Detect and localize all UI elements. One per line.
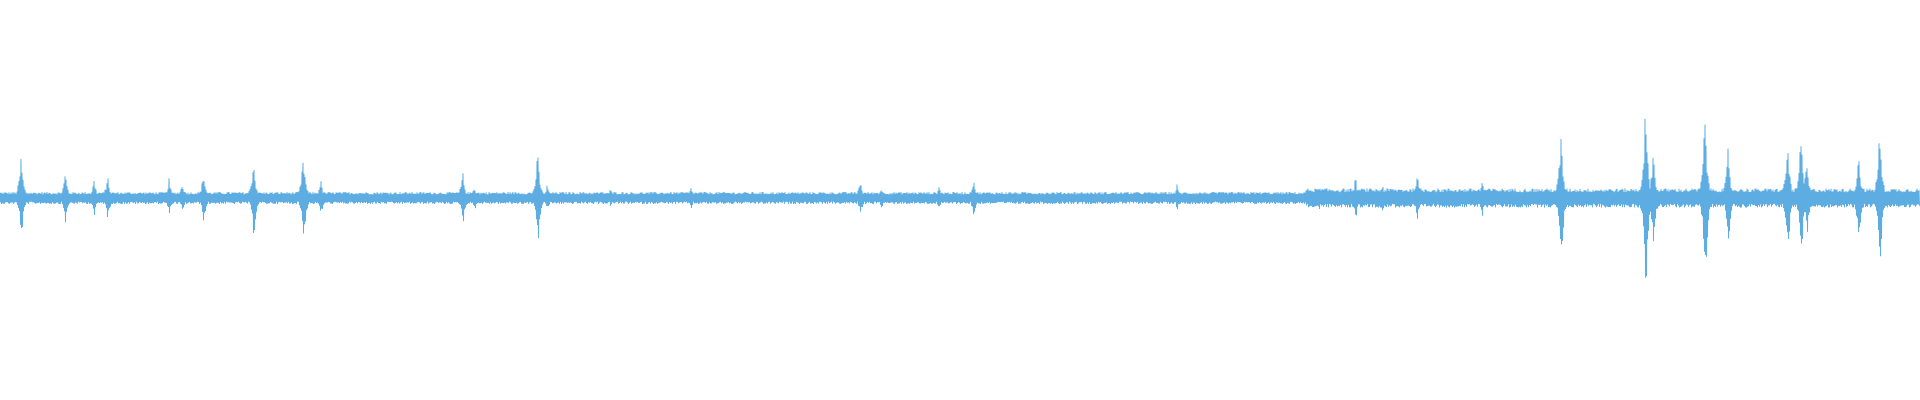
- waveform-trace: [0, 118, 1920, 278]
